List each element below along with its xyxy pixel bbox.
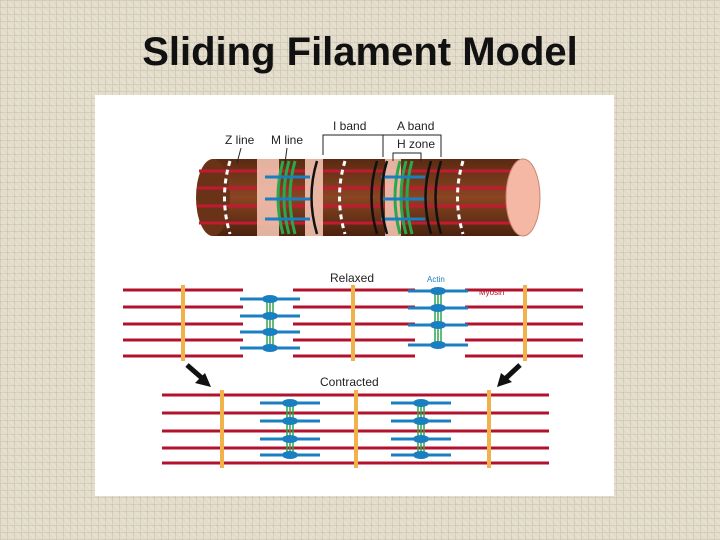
m-line-pointer xyxy=(284,147,288,164)
label-actin: Actin xyxy=(427,275,445,284)
fiber-m-line-crossbridges xyxy=(276,160,414,235)
fiber-black-band-edges xyxy=(310,160,443,235)
relaxed-myosin-2 xyxy=(408,287,468,349)
top-labels: Z line M line I band A band H zone xyxy=(225,119,442,164)
contracted-myosin-1 xyxy=(260,399,320,459)
contracted-myosin-2 xyxy=(391,399,451,459)
contraction-arrow-right xyxy=(497,363,522,387)
z-line-pointer xyxy=(236,147,242,164)
label-i-band: I band xyxy=(333,119,366,133)
label-relaxed: Relaxed xyxy=(330,271,374,285)
diagram-panel: Z line M line I band A band H zone Relax… xyxy=(95,95,614,496)
slide-title: Sliding Filament Model xyxy=(142,30,578,74)
label-myosin: Myosin xyxy=(479,288,504,297)
fiber-myosin-bars xyxy=(265,175,425,221)
label-h-zone: H zone xyxy=(397,137,435,151)
contracted-sarcomere xyxy=(162,390,549,468)
fiber-z-lines xyxy=(223,160,465,235)
relaxed-sarcomere xyxy=(123,285,583,361)
fiber-right-end xyxy=(505,158,541,237)
h-zone-bracket xyxy=(392,152,422,161)
relaxed-z-discs xyxy=(181,285,527,361)
label-m-line: M line xyxy=(271,133,303,147)
relaxed-myosin-1 xyxy=(240,295,300,352)
fiber-actin-stripes xyxy=(197,169,523,225)
fiber-left-end xyxy=(196,159,230,236)
contraction-arrow-left xyxy=(185,363,211,387)
i-band-bracket xyxy=(322,134,384,155)
sarcomere-diagram: Z line M line I band A band H zone Relax… xyxy=(123,119,583,468)
muscle-fiber xyxy=(196,158,541,237)
label-contracted: Contracted xyxy=(320,375,379,389)
contracted-z-discs xyxy=(220,390,491,468)
label-a-band: A band xyxy=(397,119,434,133)
a-band-bracket xyxy=(382,134,442,157)
label-z-line: Z line xyxy=(225,133,255,147)
